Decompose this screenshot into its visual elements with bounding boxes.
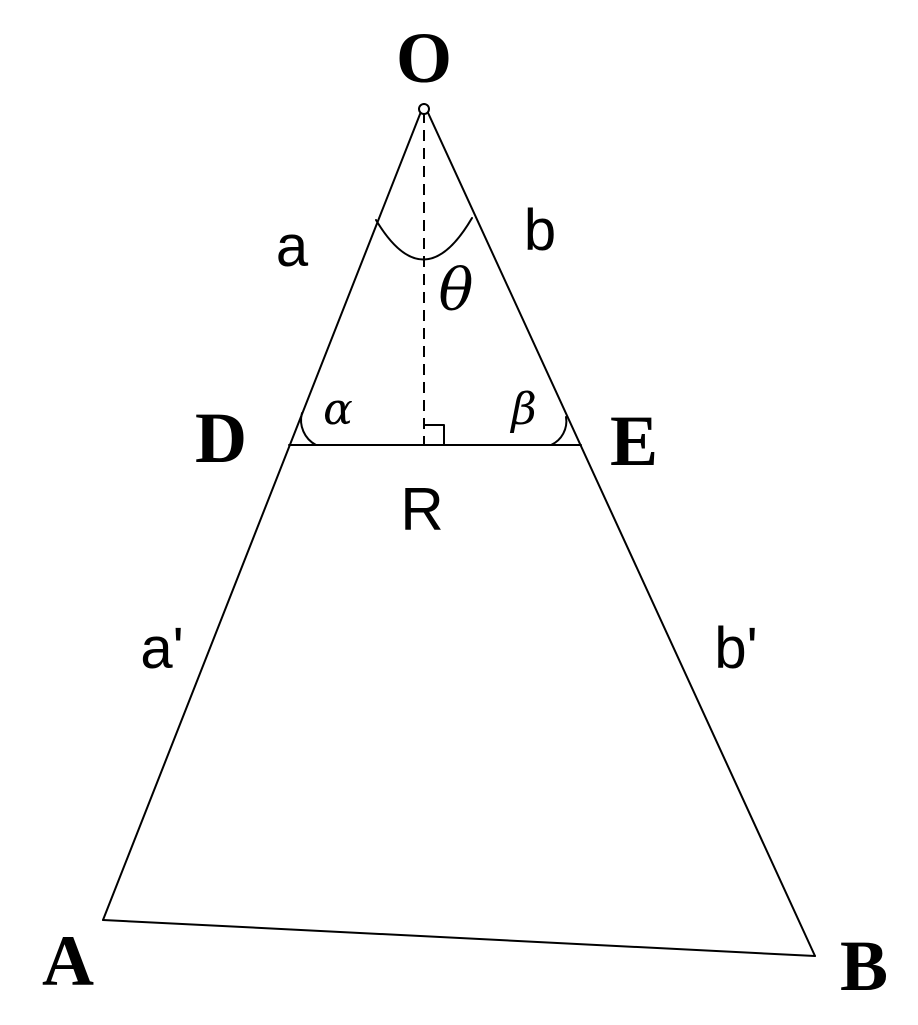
label-angle-beta: β	[509, 384, 536, 435]
label-point-r: R	[400, 476, 443, 543]
side-oa	[102, 103, 425, 921]
label-angle-theta: θ	[439, 256, 474, 324]
label-side-a-prime: a'	[140, 616, 183, 681]
label-angle-alpha: α	[323, 384, 353, 435]
label-point-a: A	[42, 921, 94, 1001]
theta-arc	[375, 217, 473, 261]
side-ab	[102, 919, 816, 957]
label-point-o: O	[396, 18, 452, 98]
beta-arc	[550, 416, 568, 446]
right-angle-marker	[423, 424, 445, 446]
label-side-b-prime: b'	[714, 616, 757, 681]
label-point-b: B	[840, 926, 888, 1006]
label-point-d: D	[195, 398, 247, 478]
label-side-a: a	[276, 214, 309, 279]
vertex-o-marker	[418, 103, 430, 115]
label-point-e: E	[610, 401, 658, 481]
alpha-arc	[300, 412, 317, 446]
side-ob	[423, 103, 816, 957]
label-side-b: b	[524, 198, 556, 263]
